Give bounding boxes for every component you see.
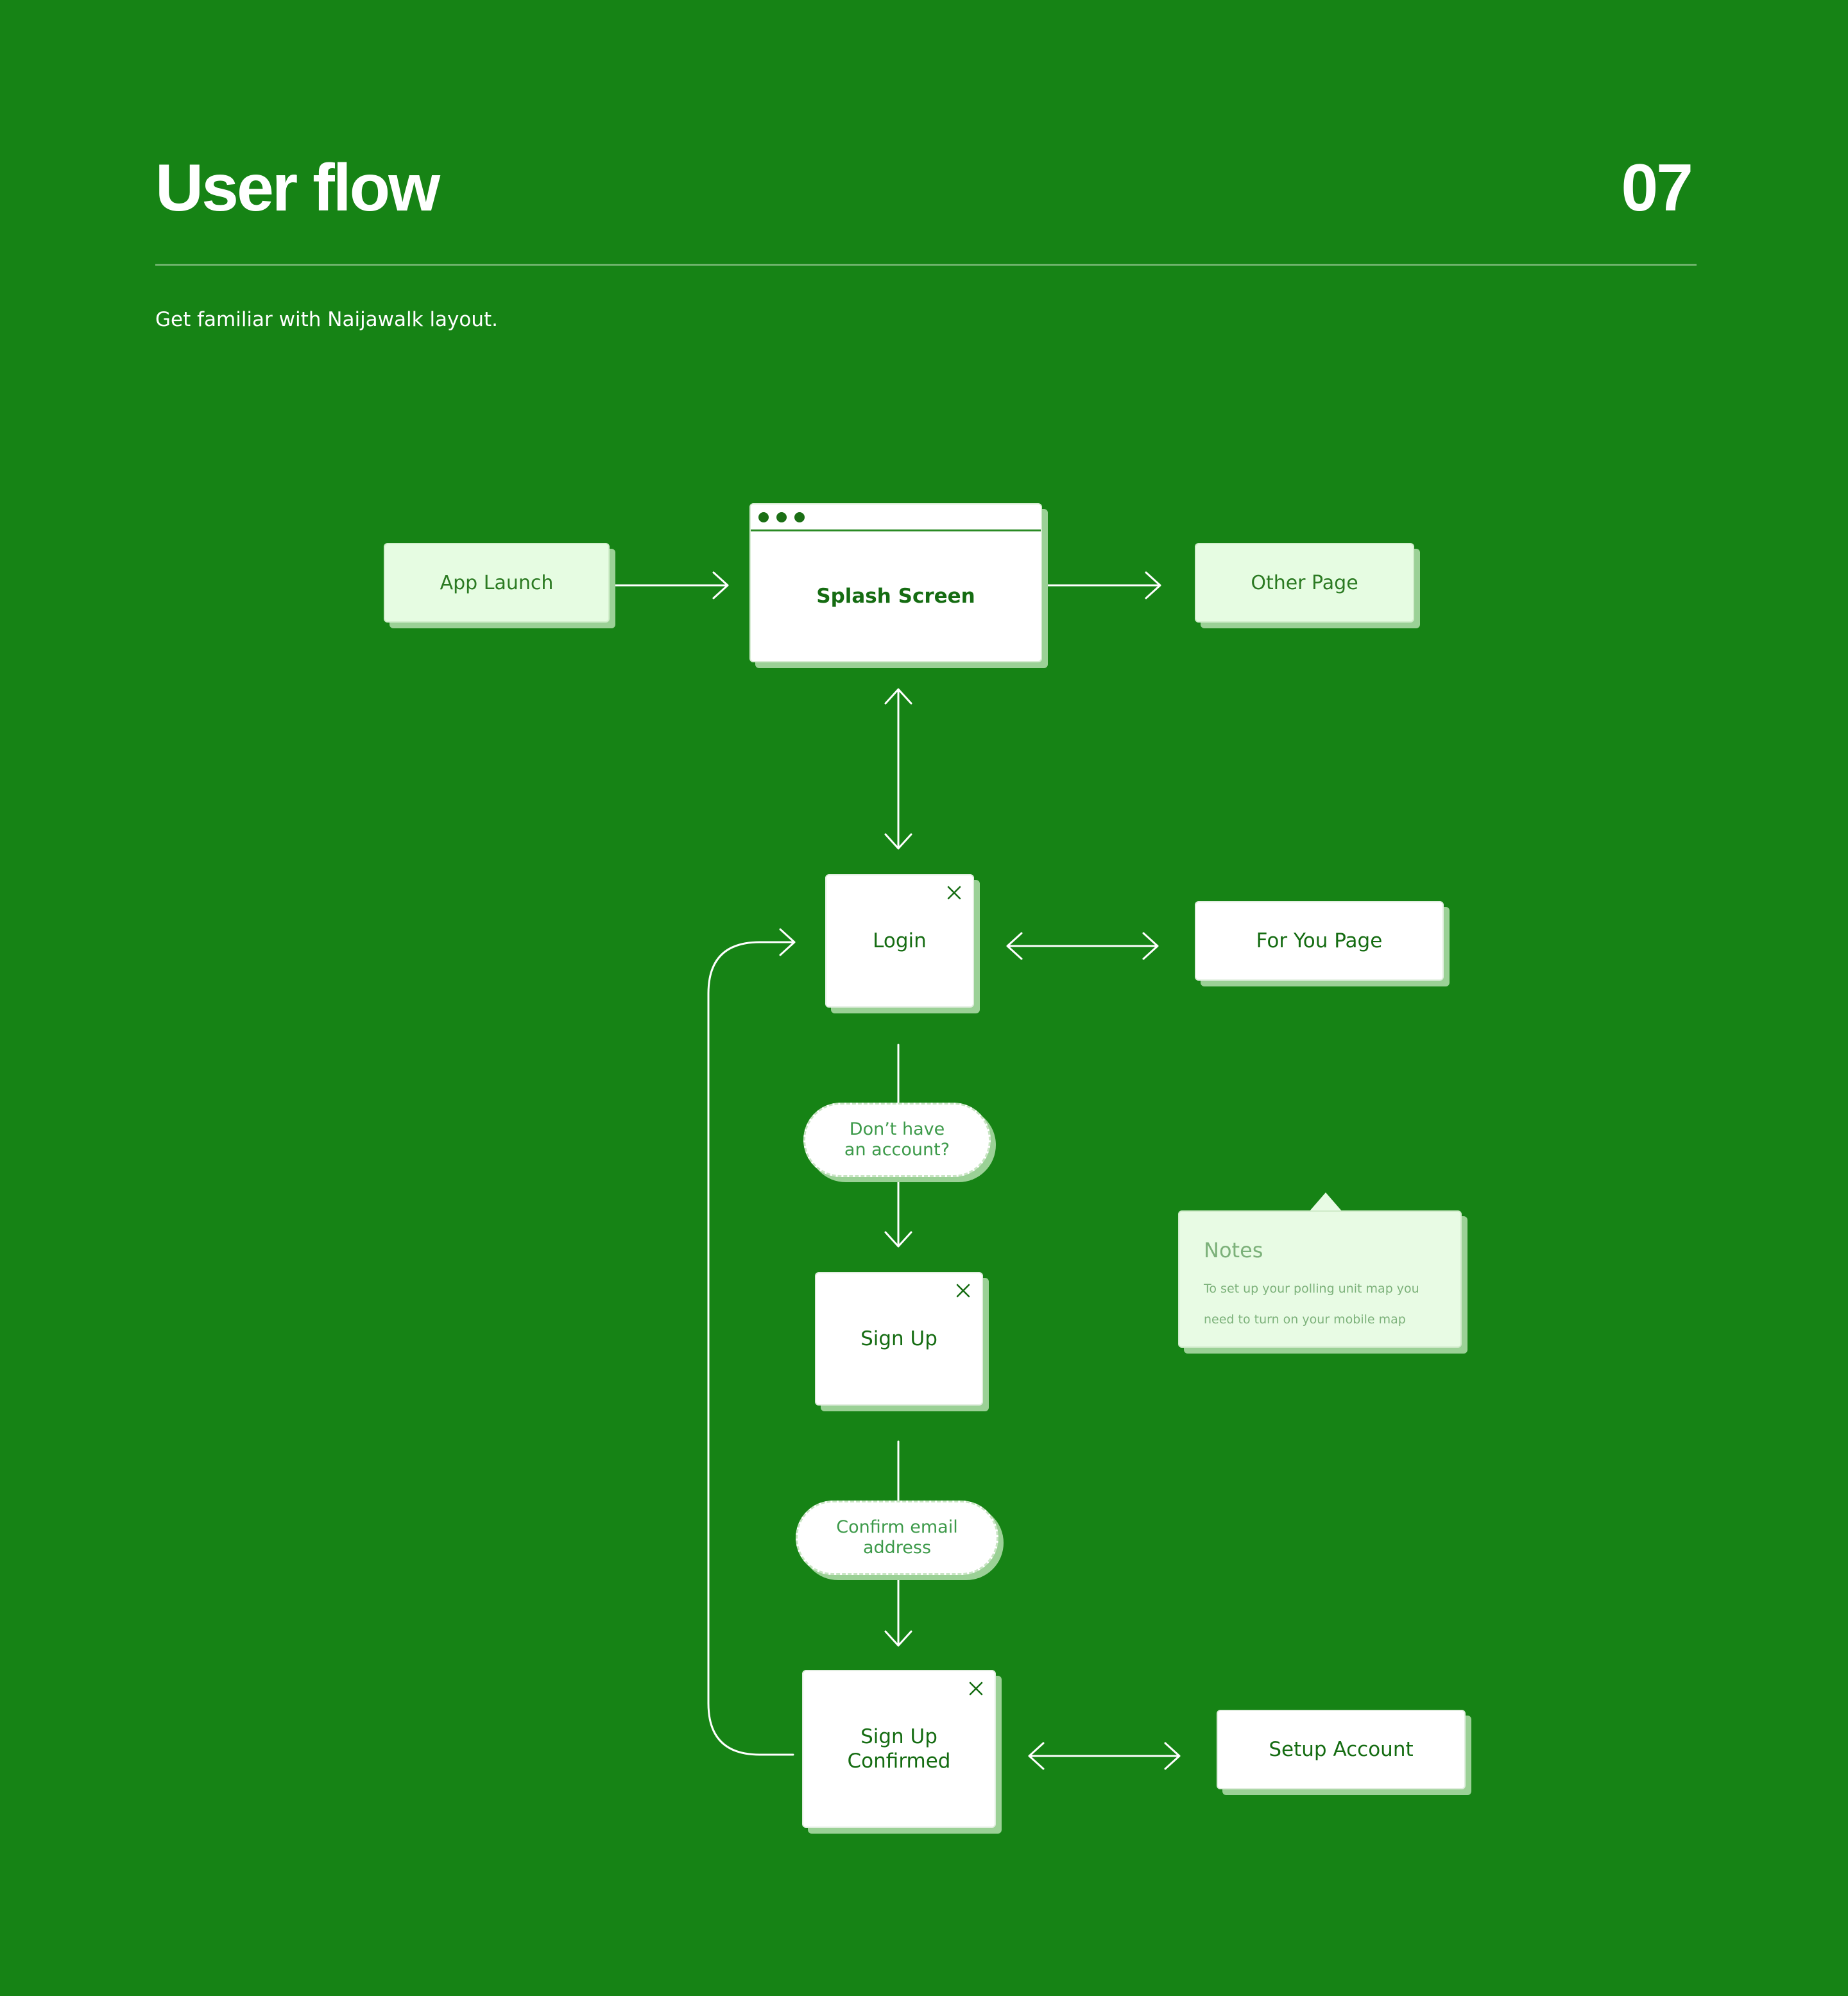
section-number: 07 [1621,151,1693,225]
page-title: User flow [155,151,440,225]
arrow-loop-back-to-login [707,928,796,1756]
sign-up-confirmed-node[interactable]: Sign Up Confirmed [802,1670,996,1828]
arrow-confirmed-setup [1028,1742,1181,1770]
confirm-email-line-2: address [862,1538,932,1558]
window-dot-icon [794,512,805,522]
other-page-label: Other Page [1251,571,1358,594]
arrow-login-for-you [1006,932,1159,960]
window-dot-icon [758,512,769,522]
no-account-line-2: an account? [844,1140,950,1160]
setup-account-node[interactable]: Setup Account [1217,1710,1466,1789]
sign-up-label: Sign Up [860,1327,937,1350]
confirm-email-decision[interactable]: Confirm email address [796,1501,998,1575]
notes-pointer [1309,1192,1342,1212]
no-account-line-1: Don’t have [849,1119,945,1139]
notes-line-1: To set up your polling unit map you [1204,1282,1419,1296]
splash-screen-label: Splash Screen [816,585,975,608]
arrow-splash-login [884,688,912,850]
window-dot-icon [776,512,787,522]
notes-body: To set up your polling unit map you need… [1204,1273,1436,1335]
setup-account-label: Setup Account [1269,1738,1414,1761]
close-icon[interactable] [968,1680,984,1697]
sign-up-node[interactable]: Sign Up [815,1272,983,1406]
arrow-splash-to-other-page [1042,571,1161,599]
close-icon[interactable] [946,884,963,901]
app-launch-node[interactable]: App Launch [384,543,610,623]
page-subtitle: Get familiar with Naijawalk layout. [155,308,499,331]
for-you-page-node[interactable]: For You Page [1195,901,1444,981]
login-label: Login [873,929,927,952]
for-you-page-label: For You Page [1256,929,1383,952]
app-launch-label: App Launch [440,571,554,594]
notes-line-2: need to turn on your mobile map [1204,1312,1406,1327]
arrow-decision-to-sign-up [884,1178,912,1248]
sign-up-confirmed-line-2: Confirmed [847,1750,951,1773]
login-node[interactable]: Login [825,874,974,1008]
close-icon[interactable] [955,1282,971,1299]
notes-card: Notes To set up your polling unit map yo… [1178,1210,1462,1348]
notes-title: Notes [1204,1238,1263,1262]
arrow-app-launch-to-splash [608,571,729,599]
window-title-bar [751,504,1041,531]
no-account-decision[interactable]: Don’t have an account? [803,1103,991,1177]
arrow-confirm-to-confirmed [884,1576,912,1647]
confirm-email-line-1: Confirm email [836,1517,958,1537]
other-page-node[interactable]: Other Page [1195,543,1414,623]
header-divider [155,264,1697,266]
splash-screen-node[interactable]: Splash Screen [749,503,1042,662]
sign-up-confirmed-line-1: Sign Up [860,1725,937,1748]
